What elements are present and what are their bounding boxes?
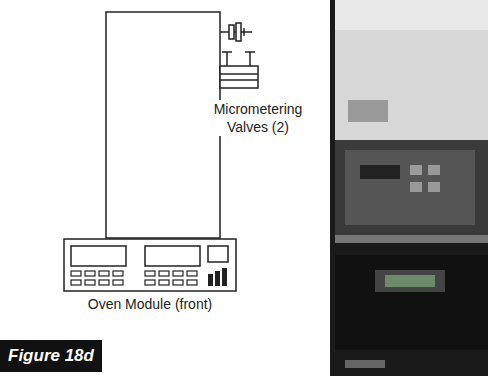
figure-caption-box: Figure 18d	[0, 340, 102, 372]
figure-caption: Figure 18d	[8, 340, 94, 372]
valve-symbol	[220, 23, 252, 41]
oven-module: Oven Module (front)	[63, 238, 237, 312]
module-label: Oven Module (front)	[63, 296, 237, 312]
valve-symbol	[220, 52, 258, 88]
part-label: Micrometering Valves (2)	[196, 100, 320, 136]
oven-front-panel	[63, 238, 237, 292]
instrument-photo	[330, 0, 488, 376]
